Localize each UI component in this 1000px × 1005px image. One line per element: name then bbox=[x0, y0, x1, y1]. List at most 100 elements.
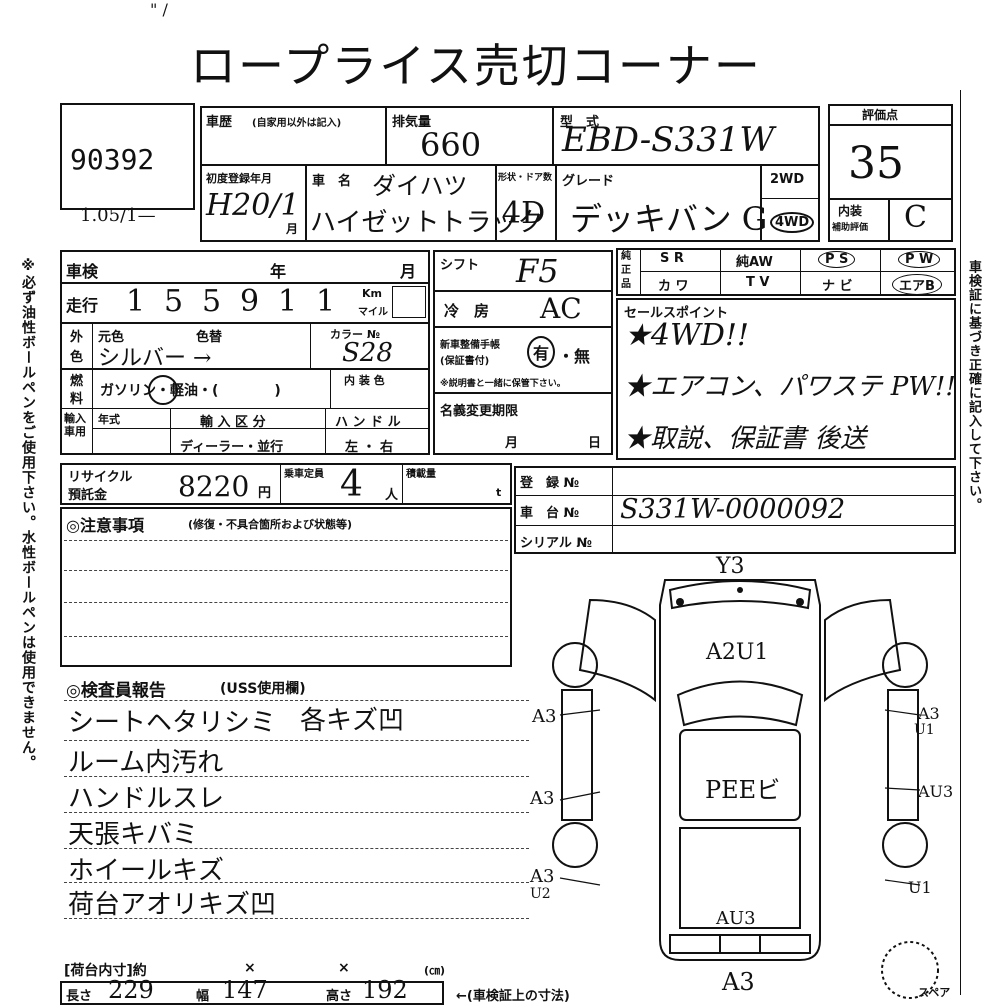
color-change-label: 色替 bbox=[196, 330, 223, 345]
model-type-label: 型 式 bbox=[560, 115, 600, 130]
name-change-label: 名義変更期限 bbox=[440, 404, 519, 419]
lot-subnote: 1.05/1— bbox=[80, 205, 156, 226]
damage-left-1: A3 bbox=[532, 706, 557, 727]
report-line: ルーム内汚れ bbox=[68, 748, 224, 778]
inspection-year: 年 bbox=[270, 262, 287, 281]
notes-label: ◎注意事項 bbox=[66, 516, 144, 535]
first-reg-unit: 月 bbox=[286, 222, 299, 236]
shape-door-label: 形状・ドア数 bbox=[498, 173, 553, 183]
mileage-label: 走行 bbox=[66, 296, 99, 315]
recycle-value: 8220 bbox=[178, 470, 250, 503]
shift-value: F5 bbox=[516, 252, 559, 290]
left-margin-note: ※必ず油性ボールペンをご使用下さい。水性ボールペンは使用できません。 bbox=[20, 258, 36, 770]
fuel-label-top: 燃 bbox=[70, 374, 84, 389]
history-label: 車歴 bbox=[206, 115, 233, 130]
damage-bumper: AU3 bbox=[716, 908, 756, 929]
left-info-block bbox=[60, 250, 430, 455]
recycle-row bbox=[60, 463, 512, 505]
damage-left-3: A3 bbox=[530, 866, 555, 887]
recycle-label: リサイクル bbox=[68, 470, 133, 485]
serial-label: シリアル № bbox=[520, 536, 593, 551]
report-sub: (USS使用欄) bbox=[220, 681, 306, 697]
equip-ps-circled: P S bbox=[818, 251, 856, 268]
damage-right-3: U1 bbox=[908, 878, 932, 897]
manual-sep: ・ bbox=[558, 347, 575, 366]
score-label: 評価点 bbox=[862, 108, 899, 122]
recycle-label-2: 預託金 bbox=[68, 488, 108, 503]
drive-4wd-circled: 4WD bbox=[770, 212, 815, 233]
sales-point-box bbox=[616, 298, 956, 460]
fuel-options: ガソリン・軽油・( ) bbox=[100, 383, 281, 399]
report-line: 天張キバミ bbox=[68, 820, 199, 850]
score-value: 35 bbox=[848, 138, 904, 189]
ac-value: AC bbox=[540, 292, 582, 325]
doors-value: 4D bbox=[502, 196, 546, 231]
import-category-value: ディーラー・並行 bbox=[180, 440, 284, 455]
damage-right-2: AU3 bbox=[918, 782, 954, 801]
inspection-label: 車検 bbox=[66, 262, 99, 281]
report-label: ◎検査員報告 bbox=[66, 681, 166, 701]
bed-length-value: 229 bbox=[108, 976, 154, 1004]
reg-no-label: 登 録 № bbox=[520, 476, 580, 491]
bed-length-label: 長さ bbox=[66, 989, 93, 1004]
report-line: ハンドルスレ bbox=[68, 784, 225, 814]
manual-label: 新車整備手帳 bbox=[440, 340, 500, 351]
right-margin-note: 車検証に基づき正確に記入して下さい。 bbox=[966, 260, 981, 512]
car-name-maker: ダイハツ bbox=[372, 172, 468, 200]
equip-pw-circled: P W bbox=[898, 251, 941, 268]
page-title: ロープライス売切コーナー bbox=[190, 39, 762, 93]
color-no-label: カラー № bbox=[330, 328, 381, 341]
sales-point-line: ★取説、保証書 後送 bbox=[624, 424, 867, 454]
handle-label: ハ ン ド ル bbox=[335, 415, 401, 430]
spare-label: スペア bbox=[918, 986, 951, 999]
model-type-value: EBD-S331W bbox=[562, 120, 775, 160]
fuel-label-bottom: 料 bbox=[70, 392, 84, 407]
mileage-digit: 5 bbox=[164, 284, 184, 319]
load-label: 積載量 bbox=[406, 469, 436, 480]
damage-front: Y3 bbox=[716, 554, 745, 579]
score-box bbox=[828, 104, 953, 242]
first-reg-label: 初度登録年月 bbox=[206, 172, 272, 185]
chassis-label: 車 台 № bbox=[520, 506, 580, 521]
report-line: ホイールキズ bbox=[68, 856, 225, 886]
color-label-bottom: 色 bbox=[70, 350, 84, 365]
vehicle-damage-diagram bbox=[552, 579, 939, 999]
sales-point-line: ★4WD!! bbox=[624, 318, 749, 353]
equipment-side-label: 純正品 bbox=[621, 251, 631, 290]
load-unit: t bbox=[496, 486, 502, 499]
import-category-label: 輸 入 区 分 bbox=[200, 415, 266, 430]
mileage-unit-km: Km bbox=[362, 287, 382, 300]
recycle-unit: 円 bbox=[258, 486, 272, 501]
notes-section bbox=[60, 507, 512, 667]
color-original-label: 元色 bbox=[98, 330, 125, 345]
damage-right-1: A3 bbox=[918, 704, 940, 723]
interior-sub-label: 補助評価 bbox=[832, 223, 869, 233]
car-name-model: ハイゼットトラック bbox=[310, 208, 544, 238]
capacity-label: 乗車定員 bbox=[284, 469, 324, 480]
sales-point-line: ★エアコン、パワステ PW!! bbox=[624, 372, 956, 402]
name-change-month: 月 bbox=[505, 436, 519, 451]
fuel-gasoline-circle bbox=[148, 375, 178, 405]
bed-x2: × bbox=[338, 960, 350, 976]
equip-aw: 純AW bbox=[736, 255, 773, 270]
damage-left-3b: U2 bbox=[530, 886, 551, 902]
shift-label: シフト bbox=[440, 258, 480, 273]
mileage-digit: 1 bbox=[316, 284, 336, 319]
damage-hood: A2U1 bbox=[706, 640, 769, 665]
equip-tv: T V bbox=[746, 275, 770, 290]
inspection-month: 月 bbox=[400, 262, 417, 281]
damage-roof: PEEビ bbox=[705, 776, 781, 804]
name-change-day: 日 bbox=[588, 436, 602, 451]
mileage-unit-mile: マイル bbox=[358, 307, 388, 318]
top-marks: " / bbox=[150, 0, 168, 19]
capacity-unit: 人 bbox=[385, 488, 399, 503]
bed-width-value: 147 bbox=[222, 976, 268, 1004]
capacity-value: 4 bbox=[340, 464, 363, 505]
manual-no: 無 bbox=[574, 347, 591, 366]
damage-rear: A3 bbox=[722, 968, 755, 996]
equip-airbag-circled: エアB bbox=[892, 274, 942, 295]
bed-unit: (㎝) bbox=[424, 964, 446, 977]
notes-sub: (修復・不具合箇所および状態等) bbox=[188, 518, 353, 531]
bed-height-value: 192 bbox=[362, 976, 408, 1004]
bed-width-label: 幅 bbox=[196, 989, 210, 1004]
